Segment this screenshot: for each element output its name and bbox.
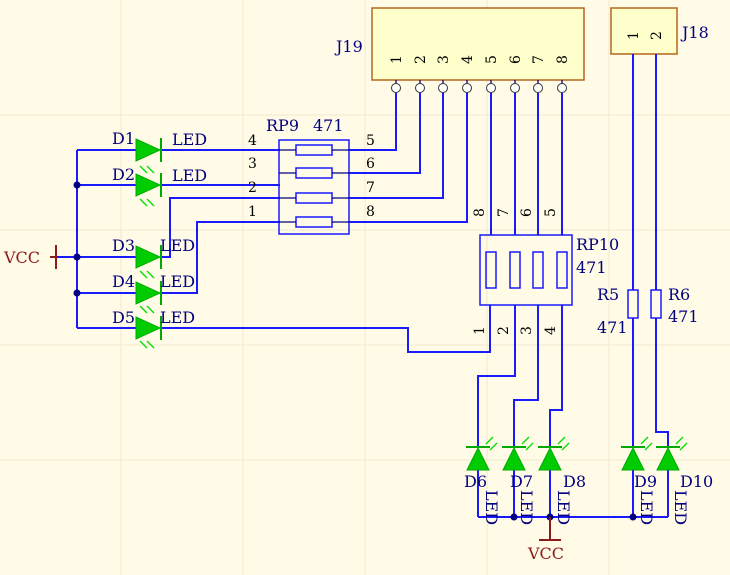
svg-text:7: 7 <box>496 208 512 217</box>
rp10-ref: RP10 <box>576 235 619 254</box>
svg-text:D7: D7 <box>510 472 533 491</box>
j19-pin-6[interactable]: 6 <box>508 55 524 93</box>
j19-pin-2[interactable]: 2 <box>413 55 429 93</box>
svg-text:7: 7 <box>366 180 375 196</box>
led-d9[interactable]: D9 LED <box>621 436 657 525</box>
led-d6[interactable]: D6 LED <box>464 436 501 525</box>
vcc-left-symbol: VCC <box>3 245 57 269</box>
svg-text:471: 471 <box>597 318 628 337</box>
svg-text:R6: R6 <box>668 285 690 304</box>
j18-ref: J18 <box>680 23 709 42</box>
svg-text:D2: D2 <box>112 165 135 184</box>
svg-text:LED: LED <box>671 490 690 525</box>
j19-pin-3[interactable]: 3 <box>436 55 452 93</box>
svg-text:D4: D4 <box>112 272 135 291</box>
svg-text:D5: D5 <box>112 308 135 327</box>
svg-text:1: 1 <box>389 55 405 64</box>
svg-text:2: 2 <box>248 180 257 196</box>
svg-text:7: 7 <box>531 55 547 64</box>
wires <box>56 54 669 540</box>
svg-text:LED: LED <box>172 130 207 149</box>
svg-text:1: 1 <box>472 326 488 335</box>
led-d5[interactable]: D5 LED <box>112 308 195 349</box>
resistor-r6[interactable]: R6 471 <box>650 285 699 326</box>
svg-text:LED: LED <box>637 490 656 525</box>
resistor-r5[interactable]: R5 471 <box>597 285 639 337</box>
svg-text:471: 471 <box>668 307 699 326</box>
junctions <box>73 181 637 521</box>
j19-pin-4[interactable]: 4 <box>460 55 476 93</box>
svg-text:3: 3 <box>436 55 452 64</box>
svg-text:2: 2 <box>496 326 512 335</box>
rp10-value: 471 <box>576 258 607 277</box>
svg-text:D9: D9 <box>634 472 657 491</box>
led-d4[interactable]: D4 LED <box>112 272 195 314</box>
led-d2[interactable]: D2 LED <box>112 165 207 207</box>
svg-text:2: 2 <box>413 55 429 64</box>
svg-text:LED: LED <box>160 236 195 255</box>
connector-j19[interactable]: J19 1 2 3 4 5 6 7 8 <box>334 7 585 93</box>
svg-text:5: 5 <box>366 133 375 149</box>
svg-text:1: 1 <box>248 204 257 220</box>
j18-pin-1: 1 <box>626 31 642 40</box>
svg-text:3: 3 <box>519 326 535 335</box>
j19-ref: J19 <box>334 37 363 56</box>
rp9-value: 471 <box>313 116 344 135</box>
svg-text:6: 6 <box>519 208 535 217</box>
svg-text:8: 8 <box>555 55 571 64</box>
svg-text:4: 4 <box>460 55 476 64</box>
svg-text:R5: R5 <box>597 285 619 304</box>
led-d1[interactable]: D1 LED <box>112 129 207 174</box>
svg-text:LED: LED <box>172 166 207 185</box>
svg-text:5: 5 <box>484 55 500 64</box>
svg-text:6: 6 <box>508 55 524 64</box>
svg-text:LED: LED <box>517 490 536 525</box>
svg-text:4: 4 <box>543 326 559 335</box>
svg-text:D6: D6 <box>464 472 487 491</box>
resistor-pack-rp9[interactable]: RP9 471 4 3 2 1 5 6 7 8 <box>248 116 375 235</box>
svg-text:D10: D10 <box>680 472 713 491</box>
svg-text:3: 3 <box>248 156 257 172</box>
svg-text:4: 4 <box>248 133 257 149</box>
svg-text:D3: D3 <box>112 236 135 255</box>
j18-pin-2: 2 <box>649 31 665 40</box>
rp9-ref: RP9 <box>266 116 299 135</box>
vcc-bottom-label: VCC <box>527 544 564 563</box>
led-d7[interactable]: D7 LED <box>502 436 536 525</box>
j19-pin-8[interactable]: 8 <box>555 55 571 93</box>
j19-body <box>371 7 585 81</box>
j19-pin-5[interactable]: 5 <box>484 55 500 93</box>
j18-body <box>610 7 678 55</box>
connector-j18[interactable]: J18 1 2 <box>610 7 709 55</box>
svg-text:8: 8 <box>366 204 375 220</box>
j19-pin-7[interactable]: 7 <box>531 55 547 93</box>
svg-text:D1: D1 <box>112 129 135 148</box>
svg-text:D8: D8 <box>563 472 586 491</box>
svg-text:LED: LED <box>482 490 501 525</box>
svg-text:LED: LED <box>160 272 195 291</box>
svg-text:6: 6 <box>366 156 375 172</box>
svg-text:LED: LED <box>554 490 573 525</box>
vcc-left-label: VCC <box>3 248 40 267</box>
resistor-pack-rp10[interactable]: RP10 471 8 7 6 5 1 2 3 4 <box>472 208 619 335</box>
vcc-bottom-symbol: VCC <box>527 517 564 563</box>
j19-pin-1[interactable]: 1 <box>389 55 405 93</box>
svg-text:LED: LED <box>160 308 195 327</box>
svg-text:5: 5 <box>543 208 559 217</box>
led-d10[interactable]: D10 LED <box>656 436 713 525</box>
svg-text:8: 8 <box>472 208 488 217</box>
led-d3[interactable]: D3 LED <box>112 236 195 279</box>
led-d8[interactable]: D8 LED <box>538 436 586 525</box>
